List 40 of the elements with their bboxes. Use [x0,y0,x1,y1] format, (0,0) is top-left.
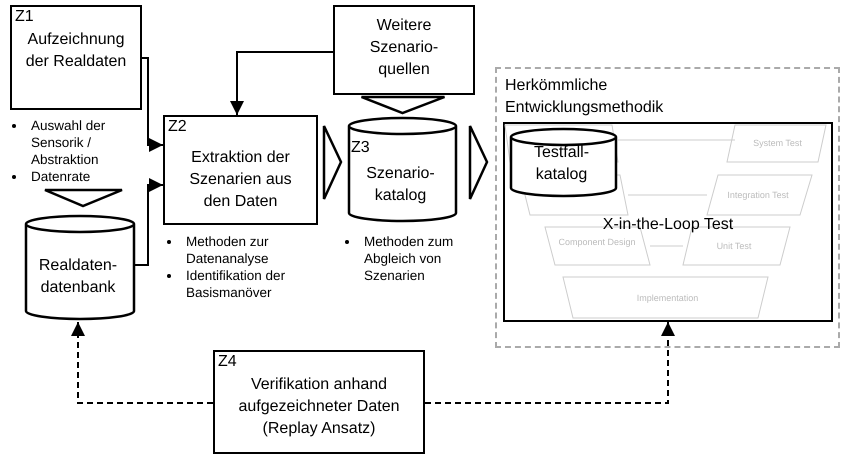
process-box [10,5,142,110]
node-text: Realdaten- datenbank [38,256,118,298]
arrow [71,322,213,404]
process-box [333,5,475,95]
arrow [230,51,333,115]
node-text: Weitere Szenario- quellen [368,16,440,80]
step-number: Z4 [218,353,237,371]
process-box [213,350,425,454]
arrow [142,57,163,152]
database-cylinder [348,117,457,222]
node-text: Szenario- katalog [365,164,436,206]
stage-label: Implementation [636,293,700,303]
chevron-arrow [322,124,342,200]
bullet-note: Methoden zur Datenanalyse [160,233,320,267]
bullet-note: Datenrate [5,168,130,185]
node-text: Verifikation anhand aufgezeichneter Daten (Replay Ansatz) [238,375,400,439]
arrow [425,322,675,404]
step-number: Z1 [15,8,34,26]
arrow [135,178,163,266]
node-text: Extraktion der Szenarien aus den Daten [188,148,293,212]
node-text: Aufzeichnung der Realdaten [24,30,128,72]
group-frame [495,67,840,348]
stage-label: Unit Test [716,241,752,251]
stage-label: System Test [752,138,803,148]
node-text: X-in-the-Loop Test [602,215,734,235]
chevron-arrow [468,124,488,200]
bullet-note: Auswahl der Sensorik / Abstraktion [5,117,130,168]
step-number: Z3 [351,139,370,157]
chevron-arrow [44,188,124,208]
chevron-arrow [360,96,446,114]
stage-label: Integration Test [726,190,790,200]
database-cylinder [510,128,617,197]
step-number: Z2 [168,118,187,136]
bullet-note: Identifikation der Basismanöver [160,267,320,301]
node-text: Testfall- katalog [532,143,590,185]
process-box [163,115,318,225]
group-title: Herkömmliche Entwicklungsmethodik [505,76,664,118]
database-cylinder [25,215,135,320]
bullet-note: Methoden zum Abgleich von Szenarien [338,233,478,284]
stage-label: Component Design [557,237,637,247]
